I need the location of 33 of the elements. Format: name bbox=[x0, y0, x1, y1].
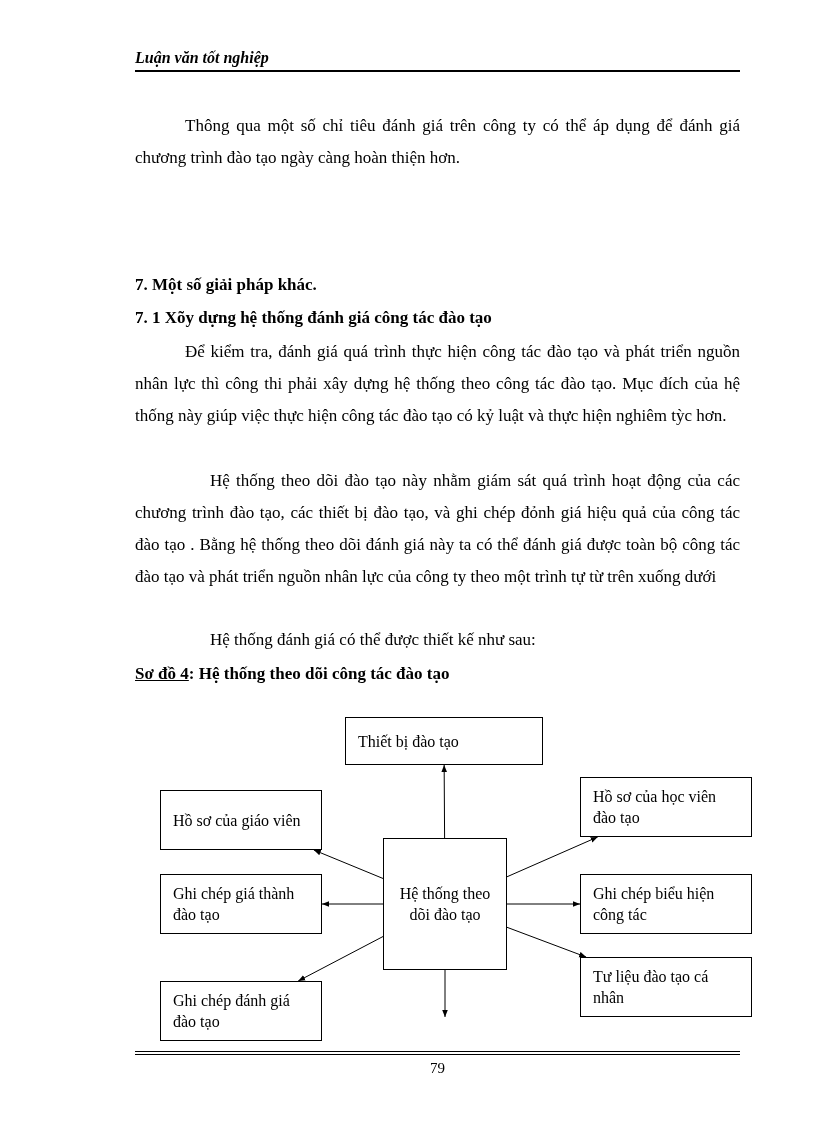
process-box bbox=[160, 874, 322, 934]
arrow bbox=[506, 926, 587, 958]
central-box bbox=[383, 838, 507, 970]
arrow bbox=[321, 901, 384, 907]
box-label: Hồ sơ của học viên đào tạo bbox=[593, 787, 718, 828]
subsection-heading: 7. 1 Xõy dựng hệ thống đánh giá công tác đào tạo bbox=[135, 307, 493, 329]
paragraph: Hệ thống theo dõi đào tạo này nhằm giám sát quá trình hoạt động của các chương trình đào tạo, các thiết bị đào tạo, và ghi chép đỏnh giá hiệu quả của công tác đào tạo . Bằng hệ thống theo dõi đánh giá này ta có thể đánh giá được toàn bộ công tác đào tạo và phát triển nguồn nhân lực của công ty theo một trình tự từ trên xuống dưới bbox=[135, 470, 740, 588]
arrow bbox=[313, 849, 384, 879]
box-label: Thiết bị đào tạo bbox=[358, 731, 460, 752]
box-label: Tư liệu đào tạo cá nhân bbox=[593, 967, 710, 1008]
box-label: Hồ sơ của giáo viên bbox=[173, 810, 302, 831]
arrow bbox=[506, 836, 599, 878]
box-label: Ghi chép đánh giá đào tạo bbox=[173, 991, 291, 1032]
section-heading: 7. Một số giải pháp khác. bbox=[135, 274, 318, 296]
paragraph: Hệ thống đánh giá có thể được thiết kế như sau: bbox=[209, 629, 537, 651]
page-header: Luận văn tốt nghiệp bbox=[135, 48, 270, 68]
arrow bbox=[441, 764, 447, 839]
paragraph: Để kiểm tra, đánh giá quá trình thực hiện công tác đào tạo và phát triển nguồn nhân lực thì công thi phải xây dựng hệ thống theo công tác đào tạo. Mục đích của hệ thống này giúp việc thực hiện công tác đào tạo có kỷ luật và thực hiện nghiêm tỳc hơn. bbox=[135, 341, 740, 427]
box-label: Ghi chép giá thành đào tạo bbox=[173, 884, 296, 925]
paragraph: Thông qua một số chỉ tiêu đánh giá trên công ty có thể áp dụng để đánh giá chương trình đào tạo ngày càng hoàn thiện hơn. bbox=[135, 115, 740, 169]
process-box bbox=[160, 981, 322, 1041]
process-box bbox=[345, 717, 543, 765]
process-box bbox=[580, 777, 752, 837]
arrow bbox=[297, 936, 384, 982]
diagram-title: Sơ đồ 4: Hệ thống theo dõi công tác đào tạo bbox=[135, 663, 450, 685]
box-label: Ghi chép biểu hiện công tác bbox=[593, 884, 716, 925]
process-box bbox=[580, 957, 752, 1017]
page-number: 79 bbox=[429, 1059, 446, 1078]
arrow bbox=[442, 969, 448, 1018]
box-label: Hệ thống theo dõi đào tạo bbox=[398, 884, 492, 925]
process-box bbox=[580, 874, 752, 934]
arrow bbox=[506, 901, 581, 907]
process-box bbox=[160, 790, 322, 850]
